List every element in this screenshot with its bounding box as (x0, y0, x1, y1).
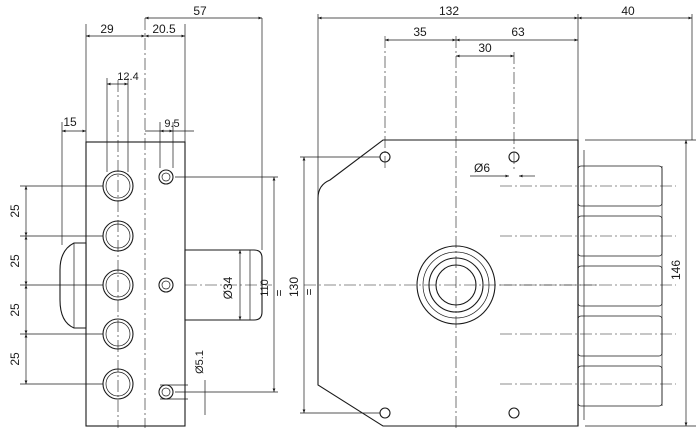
bolt-hole-inner (105, 321, 131, 347)
dim-40: 40 (621, 4, 635, 18)
front-view: 132 40 35 63 30 Ø6 130 = 146 (287, 4, 696, 430)
dim-30: 30 (478, 41, 492, 55)
dim-146: 146 (669, 260, 683, 280)
dim-15: 15 (63, 115, 77, 129)
dim-dia-6: Ø6 (474, 161, 490, 175)
bolt-hole-inner (105, 223, 131, 249)
dim-pitch-25: 25 (8, 254, 22, 268)
dim-dia-34: Ø34 (221, 276, 235, 299)
dim-20-5: 20.5 (152, 22, 176, 36)
bolt-hole-inner (105, 371, 131, 397)
dim-pitch-25: 25 (8, 303, 22, 317)
cylinder-housing (184, 249, 263, 321)
front-plate-outline (317, 139, 579, 427)
dim-110-eq: = (272, 289, 286, 296)
dim-pitch-25: 25 (8, 204, 22, 218)
dim-pitch-25: 25 (8, 352, 22, 366)
dim-29: 29 (100, 22, 114, 36)
dim-dia-5-1: Ø5.1 (194, 350, 206, 374)
dim-130: 130 (287, 277, 301, 297)
dim-132: 132 (439, 4, 459, 18)
dim-12-4: 12.4 (117, 71, 138, 83)
side-view: 29 20.5 57 12.4 15 9.5 25 25 25 25 Ø34 1… (8, 4, 286, 428)
bolt-hole-inner (105, 272, 131, 298)
dim-57: 57 (193, 4, 207, 18)
bolt-hole-inner (105, 173, 131, 199)
knob (59, 242, 87, 329)
dim-130-eq: = (302, 288, 316, 295)
dim-35: 35 (413, 25, 427, 39)
dim-110: 110 (259, 279, 271, 297)
dim-9-5: 9.5 (164, 118, 179, 130)
bolts (577, 165, 663, 407)
dim-63: 63 (511, 25, 525, 39)
